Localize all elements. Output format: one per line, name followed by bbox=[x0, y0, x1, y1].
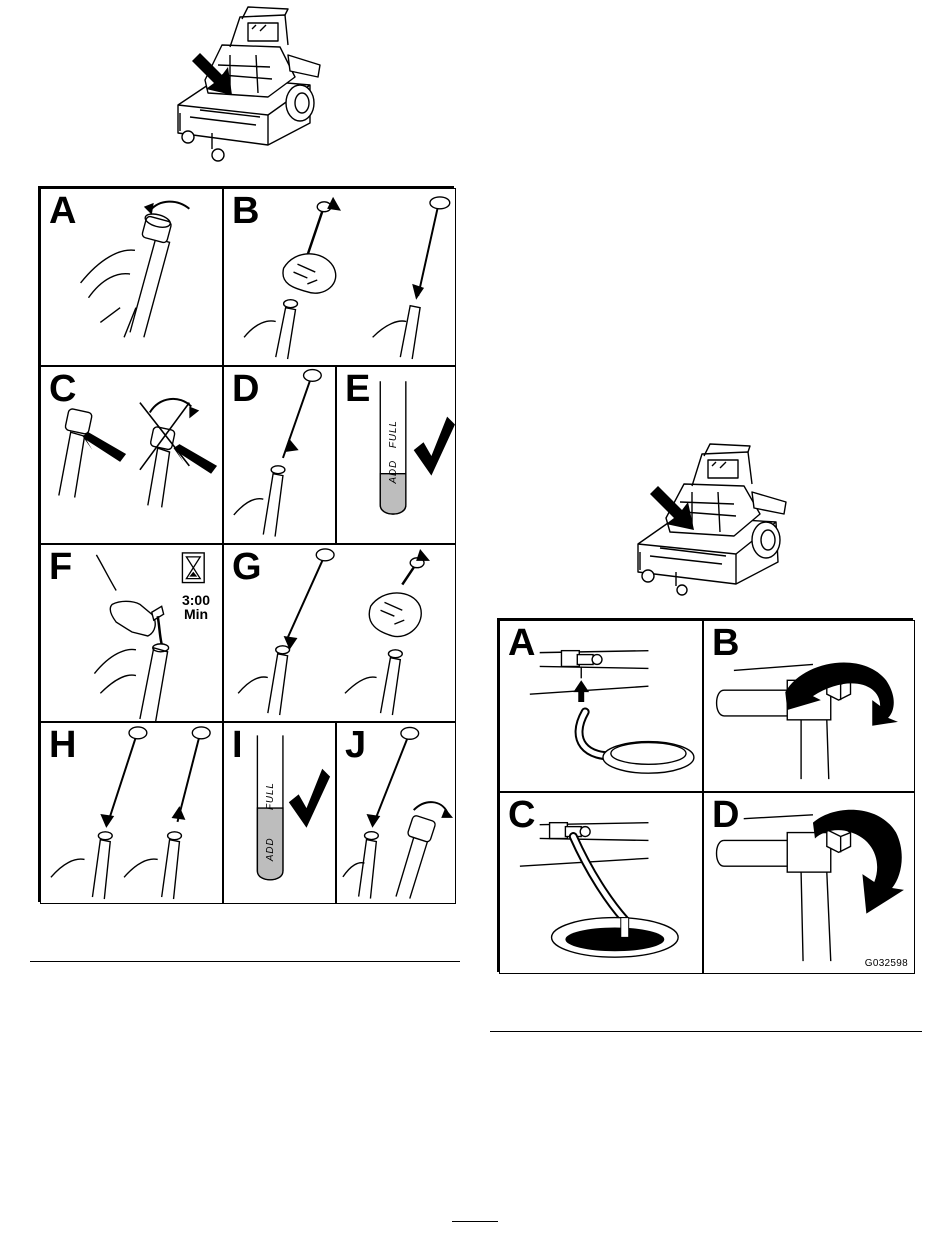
panel-a: A bbox=[40, 188, 223, 366]
section-divider-left bbox=[30, 961, 460, 962]
panel-c: C bbox=[40, 366, 223, 544]
checkmark-icon bbox=[289, 769, 330, 828]
dipstick-level-check-illustration: ADD FULL bbox=[337, 367, 455, 543]
dipstick-full-mark: FULL bbox=[388, 420, 399, 448]
mower-illustration bbox=[160, 5, 330, 165]
mower-locator-right bbox=[626, 436, 796, 596]
drain-panel-a: A bbox=[499, 620, 703, 792]
panel-j: J bbox=[336, 722, 456, 904]
drain-panel-d: D G032598 bbox=[703, 792, 915, 974]
checkmark-icon bbox=[414, 417, 455, 476]
add-oil-illustration bbox=[41, 545, 222, 721]
mower-locator-left bbox=[160, 5, 330, 165]
recheck-dipstick-illustration bbox=[41, 723, 222, 903]
reinstall-dipstick-cap-illustration bbox=[337, 723, 455, 903]
dipstick-full-mark: FULL bbox=[265, 782, 276, 810]
panel-e: E ADD FULL bbox=[336, 366, 456, 544]
remove-dipstick-illustration bbox=[224, 367, 335, 543]
close-drain-valve-illustration bbox=[704, 793, 914, 973]
insert-dipstick-no-thread-illustration bbox=[41, 367, 222, 543]
timer-unit: Min bbox=[175, 607, 217, 621]
dipstick-add-mark: ADD bbox=[388, 460, 399, 485]
wipe-dipstick-illustration bbox=[224, 189, 455, 365]
panel-b: B bbox=[223, 188, 456, 366]
panel-d: D bbox=[223, 366, 336, 544]
open-drain-valve-illustration bbox=[704, 621, 914, 791]
reinsert-and-wipe-dipstick-illustration bbox=[224, 545, 455, 721]
panel-f: F 3:00 Min bbox=[40, 544, 223, 722]
drain-panel-b: B bbox=[703, 620, 915, 792]
oil-check-figure: A B bbox=[38, 186, 454, 902]
figure-code: G032598 bbox=[865, 958, 908, 969]
timer-time: 3:00 bbox=[175, 593, 217, 607]
oil-drain-figure: A B bbox=[497, 618, 913, 972]
attach-drain-hose-illustration bbox=[500, 621, 702, 791]
drain-panel-c: C bbox=[499, 792, 703, 974]
drain-oil-into-pan-illustration bbox=[500, 793, 702, 973]
mower-illustration bbox=[626, 436, 796, 596]
section-divider-right bbox=[490, 1031, 922, 1032]
unscrew-dipstick-cap-illustration bbox=[41, 189, 222, 365]
dipstick-add-mark: ADD bbox=[265, 837, 276, 862]
hourglass-icon bbox=[182, 553, 204, 583]
dipstick-full-check-illustration: ADD FULL bbox=[224, 723, 335, 903]
panel-h: H bbox=[40, 722, 223, 904]
page-footer-rule bbox=[452, 1221, 498, 1222]
panel-g: G bbox=[223, 544, 456, 722]
panel-i: I ADD FULL bbox=[223, 722, 336, 904]
